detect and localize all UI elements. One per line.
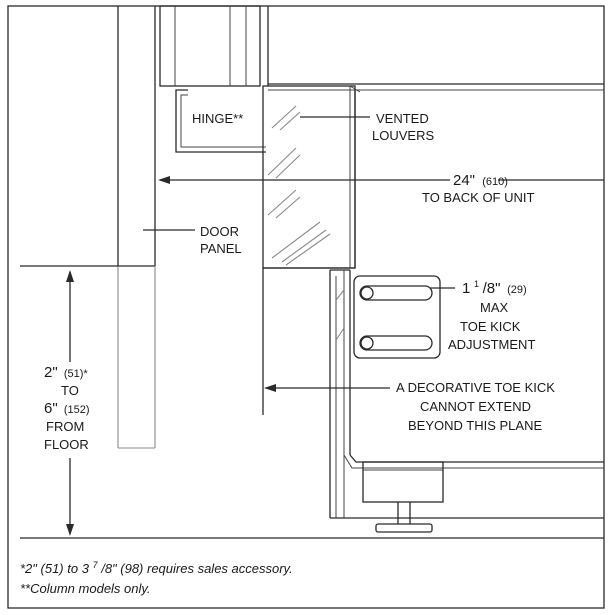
depth-arrow — [158, 176, 604, 184]
plane-label-line1: A DECORATIVE TOE KICK — [396, 380, 555, 395]
toe-kick-max: MAX — [480, 300, 509, 315]
height-label-line1: 2" (51)* — [44, 364, 88, 381]
toe-kick-mm: (29) — [507, 284, 527, 296]
footnote-accessory-b: /8" (98) requires sales accessory. — [100, 561, 293, 576]
louver-panel — [262, 85, 361, 269]
height-a-mm: (51)* — [64, 368, 89, 380]
diagram-border — [7, 5, 605, 609]
height-label-line3: 6" (152) — [44, 400, 90, 417]
hinge-label: HINGE** — [192, 111, 243, 126]
footnote-column-models: **Column models only. — [20, 581, 151, 596]
height-label-to: TO — [61, 383, 79, 398]
toe-kick-numerator: 1 — [474, 279, 479, 289]
depth-inches: 24" — [453, 172, 475, 189]
height-b-inches: 6" — [44, 400, 58, 417]
depth-label-to: TO BACK OF UNIT — [422, 190, 534, 205]
hinge-bracket — [175, 89, 266, 153]
toe-kick-denominator: /8" — [483, 280, 501, 297]
lower-cabinet — [263, 90, 604, 533]
toe-kick-toe-kick: TOE KICK — [460, 319, 521, 334]
depth-mm: (610) — [482, 176, 508, 188]
adjustment-bracket — [353, 275, 441, 359]
plane-label-line2: CANNOT EXTEND — [420, 399, 531, 414]
footnote-accessory-sup: 7 — [93, 560, 99, 570]
toe-kick-adjustment: ADJUSTMENT — [448, 337, 535, 352]
toe-kick-dimension-label: 1 1 /8" (29) — [462, 275, 527, 297]
footnote-accessory-a: *2" (51) to 3 — [20, 561, 90, 576]
vented-label-line2: LOUVERS — [372, 128, 434, 143]
upper-cabinet — [117, 5, 604, 267]
door-panel-label-line2: PANEL — [200, 241, 242, 256]
height-b-mm: (152) — [64, 404, 90, 416]
door-panel-label-line1: DOOR — [200, 224, 239, 239]
height-label-backdrop — [34, 362, 106, 458]
footnote-accessory: *2" (51) to 3 7 /8" (98) requires sales … — [20, 556, 293, 576]
vented-label-line1: VENTED — [376, 111, 429, 126]
height-label-floor: FLOOR — [44, 437, 89, 452]
plane-label-line3: BEYOND THIS PLANE — [408, 418, 542, 433]
door-panel-lower — [117, 266, 156, 449]
height-label-from: FROM — [46, 419, 84, 434]
depth-label-inches: 24" (610) — [453, 172, 508, 189]
toe-kick-whole: 1 — [462, 280, 470, 297]
height-a-inches: 2" — [44, 364, 58, 381]
plane-arrow — [264, 384, 390, 392]
